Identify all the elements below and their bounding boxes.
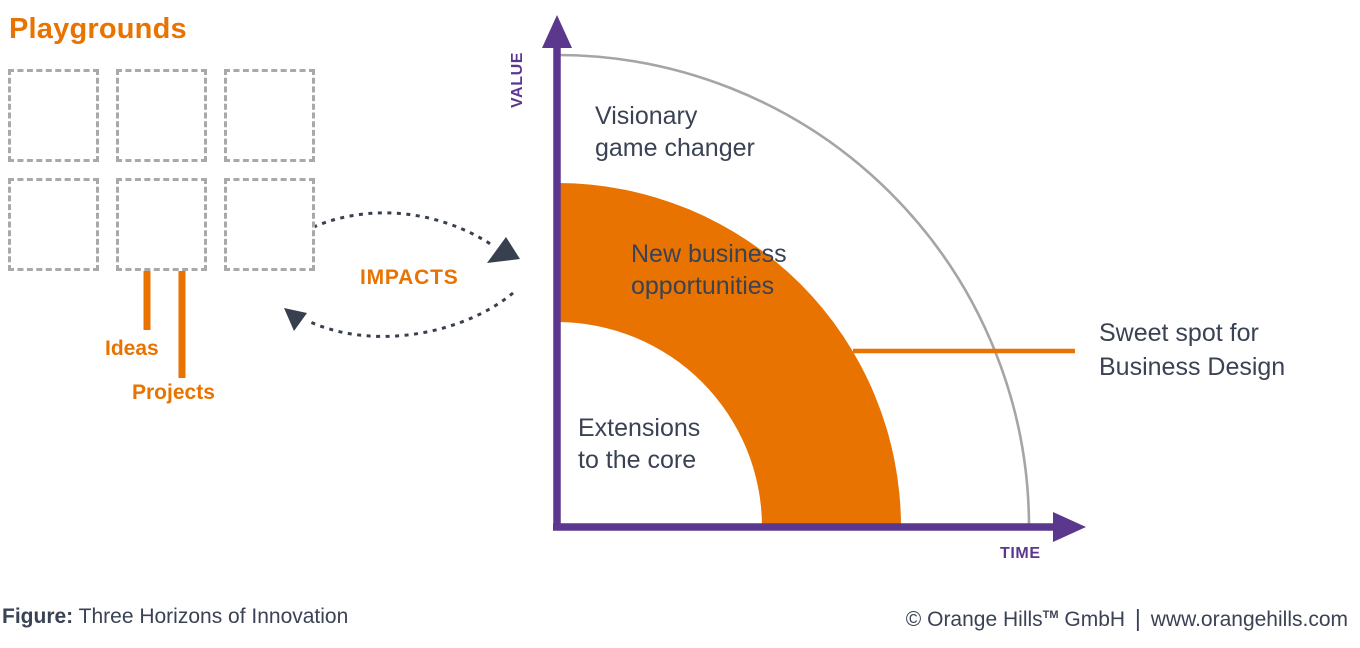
playground-cell xyxy=(8,69,99,162)
time-axis-label: TIME xyxy=(1000,545,1041,562)
horizon2-new-business-label: New business opportunities xyxy=(631,240,787,300)
copyright-icon: © xyxy=(905,608,922,631)
playgrounds-title: Playgrounds xyxy=(9,13,187,45)
playground-cell xyxy=(224,69,315,162)
impacts-forward-arrowhead xyxy=(487,237,520,263)
horizon3-visionary-label: Visionary game changer xyxy=(595,102,755,162)
trademark-superscript: TM xyxy=(1042,609,1059,621)
credit-caption: © Orange HillsTM GmbH | www.orangehills.… xyxy=(906,605,1348,632)
credit-url: www.orangehills.com xyxy=(1150,608,1348,631)
new-business-ring-shape xyxy=(557,183,901,527)
ideas-label: Ideas xyxy=(105,337,159,360)
credit-company-suffix: GmbH xyxy=(1064,608,1126,631)
playground-cell xyxy=(224,178,315,271)
sweet-spot-label: Sweet spot for Business Design xyxy=(1099,319,1286,381)
horizon1-extensions-label: Extensions to the core xyxy=(578,414,701,474)
impacts-label: IMPACTS xyxy=(360,266,459,289)
visionary-arc xyxy=(556,53,1031,528)
impacts-curve-forward xyxy=(280,211,493,249)
figure-caption-label: Figure: xyxy=(2,605,74,628)
credit-company-name: Orange Hills xyxy=(927,608,1043,631)
figure-caption: Figure: Three Horizons of Innovation xyxy=(2,605,348,629)
impacts-curve-back xyxy=(307,291,514,338)
playground-cell xyxy=(8,178,99,271)
projects-label: Projects xyxy=(132,381,215,404)
credit-separator: | xyxy=(1134,605,1141,631)
playground-cell xyxy=(116,69,207,162)
time-axis-arrowhead xyxy=(1053,512,1086,542)
value-axis-label: VALUE xyxy=(509,51,526,109)
playgrounds-grid xyxy=(8,69,315,271)
impacts-back-arrowhead xyxy=(284,308,307,331)
value-axis-arrowhead xyxy=(542,15,572,48)
playground-cell xyxy=(116,178,207,271)
figure-caption-title: Three Horizons of Innovation xyxy=(78,605,349,628)
